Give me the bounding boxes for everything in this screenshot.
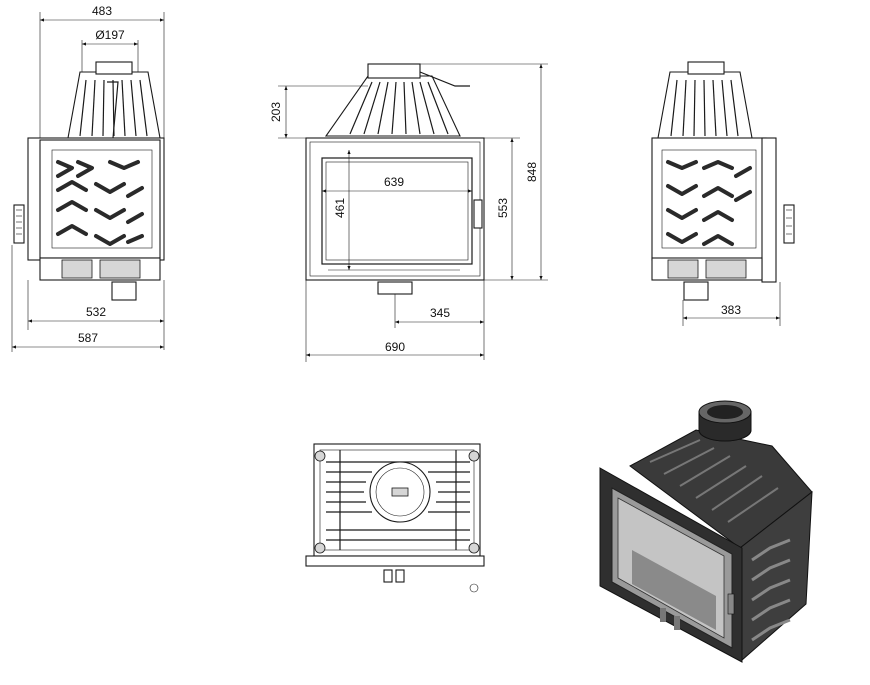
hood-ribs-left <box>79 79 148 137</box>
front-view: 203 639 461 553 848 345 690 <box>269 63 548 362</box>
dim-front-glass-height: 461 <box>333 198 347 218</box>
firebrick-pattern-right <box>666 160 752 246</box>
side-view-right: 383 <box>651 61 795 326</box>
top-view <box>305 443 485 593</box>
hood-ribs-right <box>670 79 739 137</box>
dim-side-right-offset: 383 <box>721 303 741 317</box>
firebrick-pattern-left <box>56 160 144 246</box>
side-view-left: 483 Ø197 532 587 <box>11 4 165 352</box>
dim-front-door-height: 553 <box>496 198 510 218</box>
iso-side-pattern <box>751 538 791 642</box>
dim-side-left-width: 483 <box>92 4 112 18</box>
dim-front-total-width: 690 <box>385 340 405 354</box>
iso-hood-ribs <box>649 439 779 523</box>
dim-front-glass-width: 639 <box>384 175 404 189</box>
dim-side-left-depth: 532 <box>86 305 106 319</box>
dim-flue-diameter: Ø197 <box>95 28 125 42</box>
isometric-view <box>599 400 813 663</box>
dim-front-flue-offset: 345 <box>430 306 450 320</box>
dim-front-total-height: 848 <box>525 162 539 182</box>
hood-ribs-front <box>349 81 449 135</box>
dim-side-left-total-depth: 587 <box>78 331 98 345</box>
dim-front-hood-height: 203 <box>269 102 283 122</box>
